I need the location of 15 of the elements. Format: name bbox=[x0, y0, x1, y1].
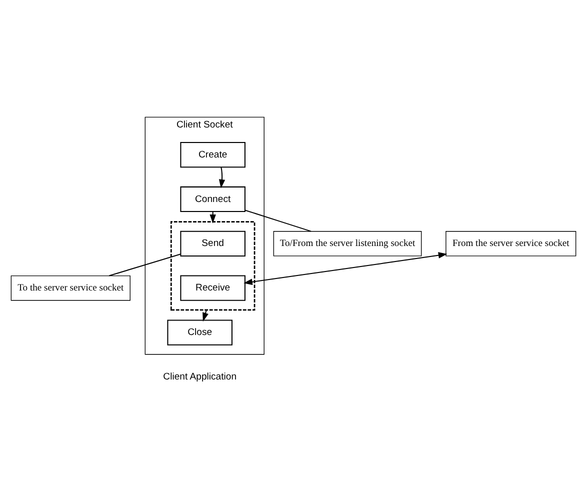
node-box: To the server service socket bbox=[10, 274, 130, 300]
node-box: To/From the server listening socket bbox=[273, 230, 422, 256]
arrow bbox=[244, 252, 448, 284]
node-box: Close bbox=[167, 319, 232, 345]
connector bbox=[244, 209, 312, 232]
node-box: Connect bbox=[180, 186, 246, 212]
connector bbox=[108, 253, 181, 276]
node-box: Create bbox=[180, 141, 246, 168]
node-box: Send bbox=[180, 230, 246, 256]
arrow bbox=[210, 211, 216, 223]
node-box: From the server service socket bbox=[446, 230, 576, 256]
node-label: Client Application bbox=[163, 370, 237, 382]
arrow bbox=[218, 166, 226, 188]
node-box: Receive bbox=[180, 274, 246, 300]
cluster bbox=[170, 220, 256, 310]
